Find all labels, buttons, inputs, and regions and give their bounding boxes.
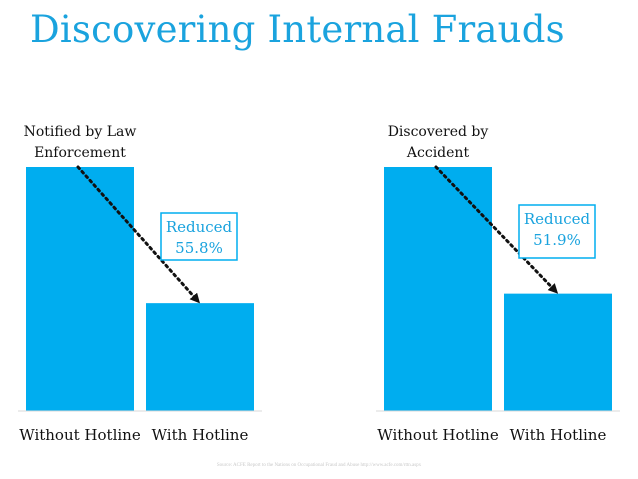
callout-text-1-line-1: Reduced [166,218,233,236]
bar-1-without-hotline [26,167,134,411]
bar-2-with-hotline [504,293,612,411]
callout-box-1 [160,212,238,261]
chart-title-1-line-1: Notified by Law [24,124,137,140]
chart-title-2-line-1: Discovered by [388,124,489,140]
reduction-arrow-2 [434,165,559,294]
reduction-arrow-1 [76,165,201,304]
tick-label-1-1: Without Hotline [19,426,141,444]
tick-label-2-2: With Hotline [510,426,607,444]
callout-box-2 [518,204,596,259]
slide-title: Discovering Internal Frauds [30,8,565,51]
bar-2-without-hotline [384,167,492,411]
callout-text-2-line-1: Reduced [524,210,591,228]
tick-label-1-2: With Hotline [152,426,249,444]
bar-1-with-hotline [146,303,254,411]
chart-title-2-line-2: Accident [406,145,470,161]
callout-text-2-line-2: 51.9% [533,231,581,249]
chart-title-1-line-2: Enforcement [34,145,126,161]
callout-text-1-line-2: 55.8% [175,239,223,257]
source-footnote: Source: ACFE Report to the Nations on Oc… [216,463,422,468]
tick-label-2-1: Without Hotline [377,426,499,444]
